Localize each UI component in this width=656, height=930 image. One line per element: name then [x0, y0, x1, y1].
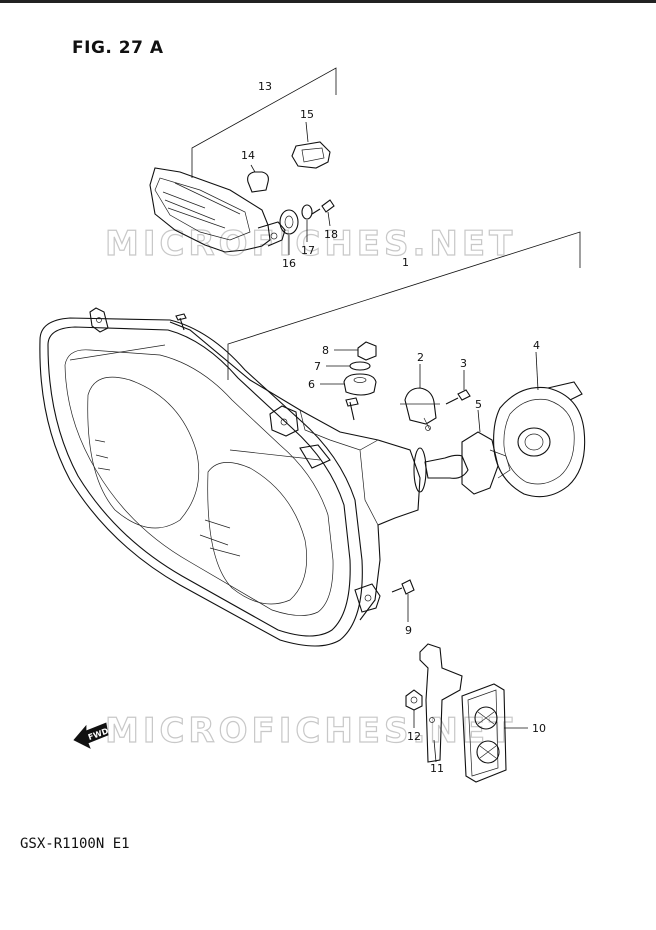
upper-mount-tab-left — [89, 307, 109, 333]
upper-mount-tab-right — [269, 405, 299, 437]
callout-11: 11 — [430, 762, 444, 775]
bulb-14 — [247, 171, 269, 193]
callout-1: 1 — [402, 256, 409, 269]
headlight-bulb-5 — [424, 409, 511, 495]
forward-direction-arrow: FWD — [73, 722, 110, 749]
callout-17: 17 — [301, 244, 315, 257]
headlight-assembly — [39, 231, 581, 647]
fwd-arrow-icon — [73, 722, 109, 749]
bulb-socket-15 — [291, 141, 331, 169]
bolt-9 — [391, 579, 415, 622]
callout-7: 7 — [314, 360, 321, 373]
reflector-right — [207, 462, 308, 605]
callout-12: 12 — [407, 730, 421, 743]
callout-18: 18 — [324, 228, 338, 241]
screw-18 — [321, 199, 335, 213]
grommet-stack-6-7-8 — [320, 341, 377, 396]
grommet-6 — [343, 373, 377, 396]
top-border-rule — [0, 0, 656, 3]
reflector-bracket-11 — [419, 643, 463, 763]
callout-4: 4 — [533, 339, 540, 352]
callout-8: 8 — [322, 344, 329, 357]
callout-6: 6 — [308, 378, 315, 391]
callout-14: 14 — [241, 149, 255, 162]
watermark-upper: MICROFICHES.NET — [105, 224, 516, 264]
washer-7 — [349, 361, 371, 371]
leader-13 — [191, 67, 337, 178]
washer-17 — [301, 204, 313, 220]
watermark-lower: MICROFICHES.NET — [105, 711, 516, 751]
callout-9: 9 — [405, 624, 412, 637]
turn-signal-assembly — [149, 67, 337, 255]
nut-12 — [405, 689, 423, 728]
reflector-left — [87, 376, 200, 529]
bulb-cover-4 — [493, 351, 586, 498]
headlight-rear-body — [169, 321, 421, 621]
headlight-lens-rim — [47, 326, 351, 637]
callout-2: 2 — [417, 351, 424, 364]
wire-clamp-2 — [400, 364, 440, 431]
turn-signal-mount-tab — [257, 221, 286, 247]
figure-title: FIG. 27 A — [72, 38, 164, 58]
callout-5: 5 — [475, 398, 482, 411]
callout-10: 10 — [532, 722, 546, 735]
grommet-16 — [279, 209, 299, 235]
headlight-housing-outer — [39, 317, 363, 647]
callout-3: 3 — [460, 357, 467, 370]
callout-13: 13 — [258, 80, 272, 93]
callout-16: 16 — [282, 257, 296, 270]
model-code: GSX-R1100N E1 — [20, 836, 130, 852]
lower-mount-tab — [354, 583, 381, 613]
screw-3 — [445, 370, 471, 405]
turn-signal-lens — [149, 167, 271, 253]
reflex-reflector-10 — [461, 683, 528, 783]
callout-15: 15 — [300, 108, 314, 121]
nut-8 — [357, 341, 377, 361]
